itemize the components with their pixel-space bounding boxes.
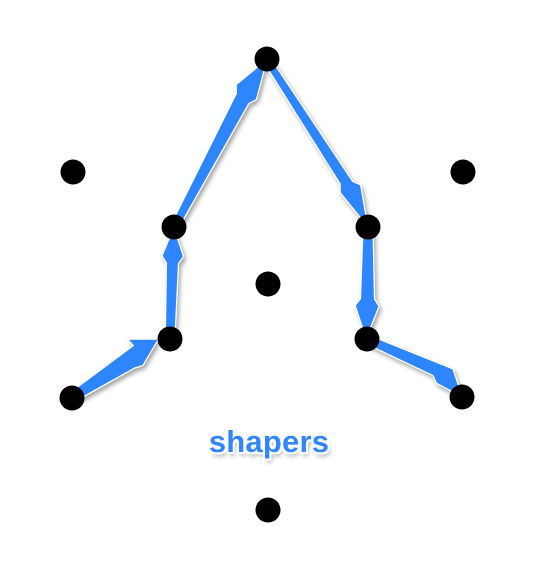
arrow-3	[170, 58, 268, 232]
dot-center	[255, 271, 281, 297]
dot-upper-left	[60, 159, 86, 185]
arrows-layer	[67, 57, 463, 403]
dot-bottom-left	[59, 385, 85, 411]
dot-top	[254, 46, 280, 72]
arrow-2	[161, 226, 185, 342]
dot-bottom-right	[449, 384, 475, 410]
dot-mid-right	[355, 214, 381, 240]
arrow-4	[263, 57, 369, 228]
dot-upper-right	[450, 159, 476, 185]
arrow-5	[354, 226, 380, 340]
dot-lower-left	[157, 326, 183, 352]
dot-lower-right	[354, 326, 380, 352]
dot-bottom	[255, 497, 281, 523]
dot-mid-left	[161, 214, 187, 240]
answer-word: shapers	[208, 424, 330, 459]
arrow-6	[364, 334, 463, 398]
arrow-1	[67, 338, 160, 403]
dots-layer	[59, 46, 476, 523]
